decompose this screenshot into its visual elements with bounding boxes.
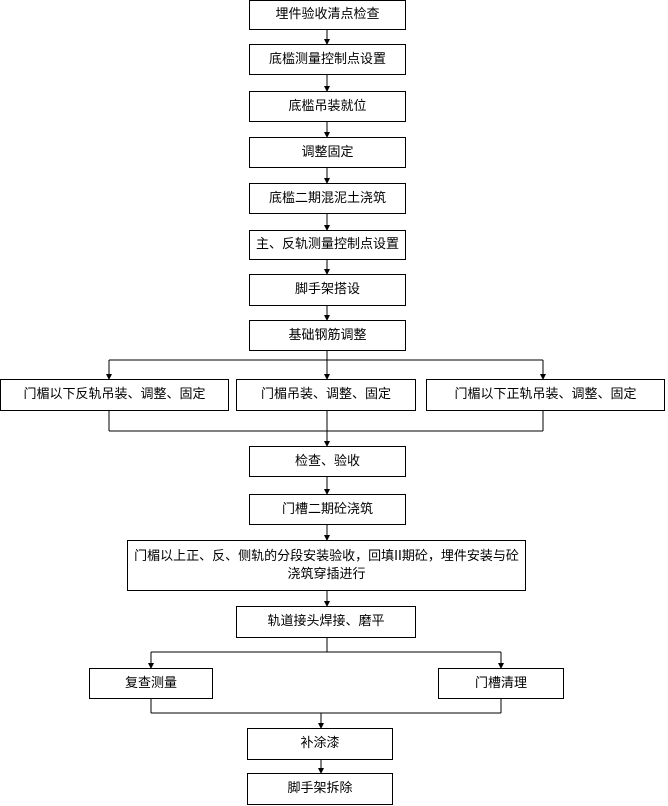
step-rebar-adjustment: 基础钢筋调整 bbox=[249, 320, 406, 351]
step-inspection-acceptance: 检查、验收 bbox=[249, 446, 406, 477]
step-sill-hoisting: 底槛吊装就位 bbox=[249, 91, 406, 122]
step-adjust-fix: 调整固定 bbox=[249, 137, 406, 168]
step-scaffold-erection: 脚手架搭设 bbox=[249, 274, 406, 306]
step-upper-rail-installation: 门楣以上正、反、侧轨的分段安装验收，回填II期砼，埋件安装与砼浇筑穿插进行 bbox=[127, 540, 526, 591]
step-touch-up-paint: 补涂漆 bbox=[247, 728, 393, 760]
step-rail-joint-welding: 轨道接头焊接、磨平 bbox=[236, 606, 416, 638]
step-sill-secondary-concrete: 底槛二期混泥土浇筑 bbox=[249, 183, 406, 214]
step-lintel-hoisting: 门楣吊装、调整、固定 bbox=[236, 379, 416, 411]
step-rail-survey-control-points: 主、反轨测量控制点设置 bbox=[249, 230, 406, 260]
step-recheck-survey: 复查测量 bbox=[89, 668, 213, 699]
step-scaffold-removal: 脚手架拆除 bbox=[247, 773, 393, 805]
step-embedded-parts-inspection: 埋件验收清点检查 bbox=[249, 0, 406, 30]
step-slot-cleaning: 门槽清理 bbox=[438, 668, 564, 699]
step-slot-secondary-concrete: 门槽二期砼浇筑 bbox=[249, 494, 406, 525]
step-lower-main-rail: 门楣以下正轨吊装、调整、固定 bbox=[426, 379, 665, 411]
step-sill-survey-control-points: 底槛测量控制点设置 bbox=[249, 44, 406, 75]
step-lower-reverse-rail: 门楣以下反轨吊装、调整、固定 bbox=[0, 379, 229, 411]
